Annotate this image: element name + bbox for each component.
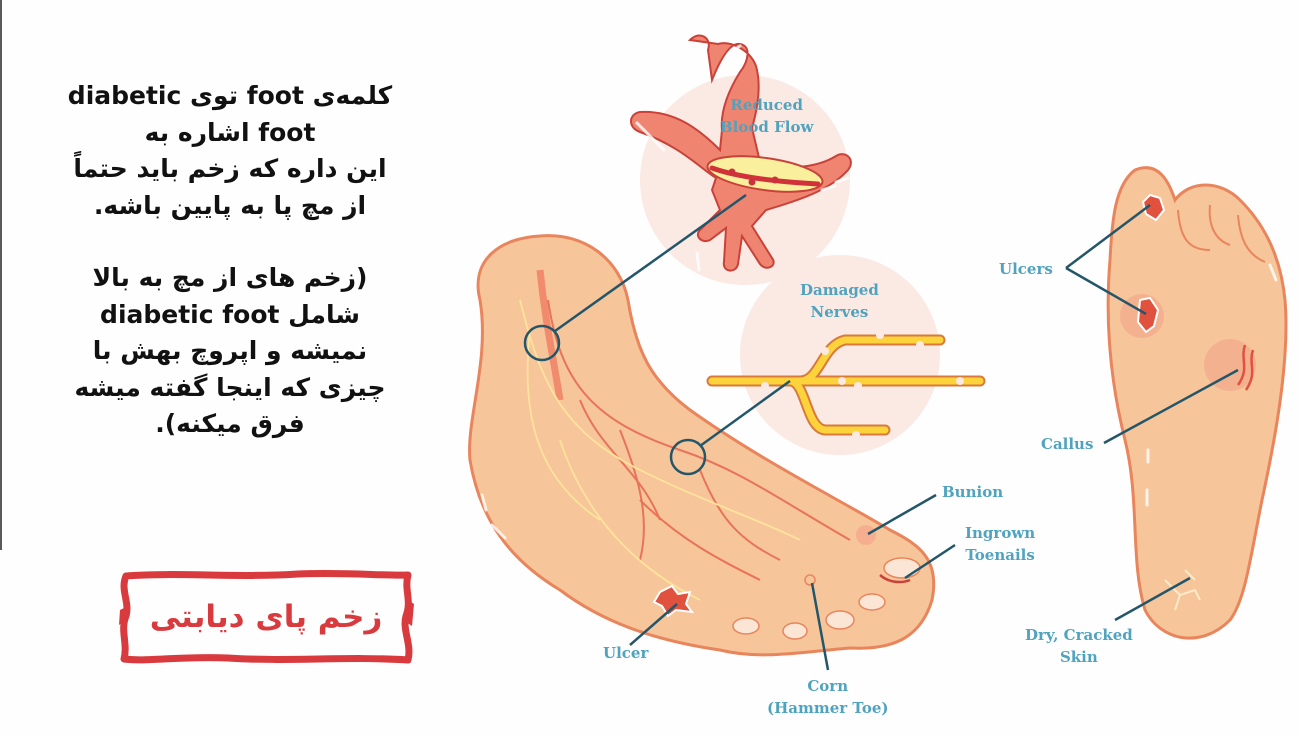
note-line: چیزی که اینجا گفته میشه (74, 372, 386, 402)
diabetic-foot-illustration: Reduced Blood Flow Damaged Nerves Bunion… (455, 0, 1300, 732)
label-line: (Hammer Toe) (767, 699, 889, 717)
label-line: Blood Flow (720, 118, 814, 136)
brush-frame-icon (119, 570, 414, 664)
label-reduced-blood-flow: Reduced Blood Flow (720, 94, 813, 138)
label-ulcer: Ulcer (603, 644, 649, 662)
note-line: فرق میکنه). (155, 409, 305, 438)
title-label: زخم پای دیابتی (149, 599, 383, 635)
label-damaged-nerves: Damaged Nerves (800, 279, 879, 323)
label-corn: Corn (Hammer Toe) (767, 675, 889, 719)
label-line: Reduced (730, 96, 803, 114)
label-dry-cracked-skin: Dry, Cracked Skin (1025, 624, 1133, 668)
label-ulcers: Ulcers (999, 260, 1053, 278)
label-bunion: Bunion (942, 483, 1004, 501)
label-line: Corn (807, 677, 849, 695)
note-line: (زخم های از مچ به بالا (92, 263, 368, 292)
explanation-line: foot اشاره به (144, 117, 316, 147)
explanation-line: کلمه‌ی foot توی diabetic (67, 81, 393, 110)
explanation-text: کلمه‌ی foot توی diabetic foot اشاره به ا… (40, 78, 420, 443)
explanation-line: از مچ پا به پایین باشه. (93, 190, 367, 220)
label-ingrown-toenails: Ingrown Toenails (965, 522, 1035, 566)
note-line: شامل diabetic foot (100, 299, 360, 329)
label-line: Toenails (965, 546, 1035, 564)
label-line: Ingrown (965, 524, 1036, 542)
label-line: Nerves (810, 303, 869, 321)
explanation-line: این داره که زخم باید حتماً (73, 154, 387, 183)
label-line: Dry, Cracked (1025, 626, 1133, 644)
label-line: Damaged (800, 281, 879, 299)
title-badge: زخم پای دیابتی (118, 570, 414, 664)
foot-diagram-icon (468, 34, 1288, 671)
left-border-line (0, 0, 2, 550)
label-line: Skin (1059, 648, 1098, 666)
note-line: نمیشه و اپروچ بهش با (92, 336, 368, 365)
label-callus: Callus (1041, 435, 1094, 453)
